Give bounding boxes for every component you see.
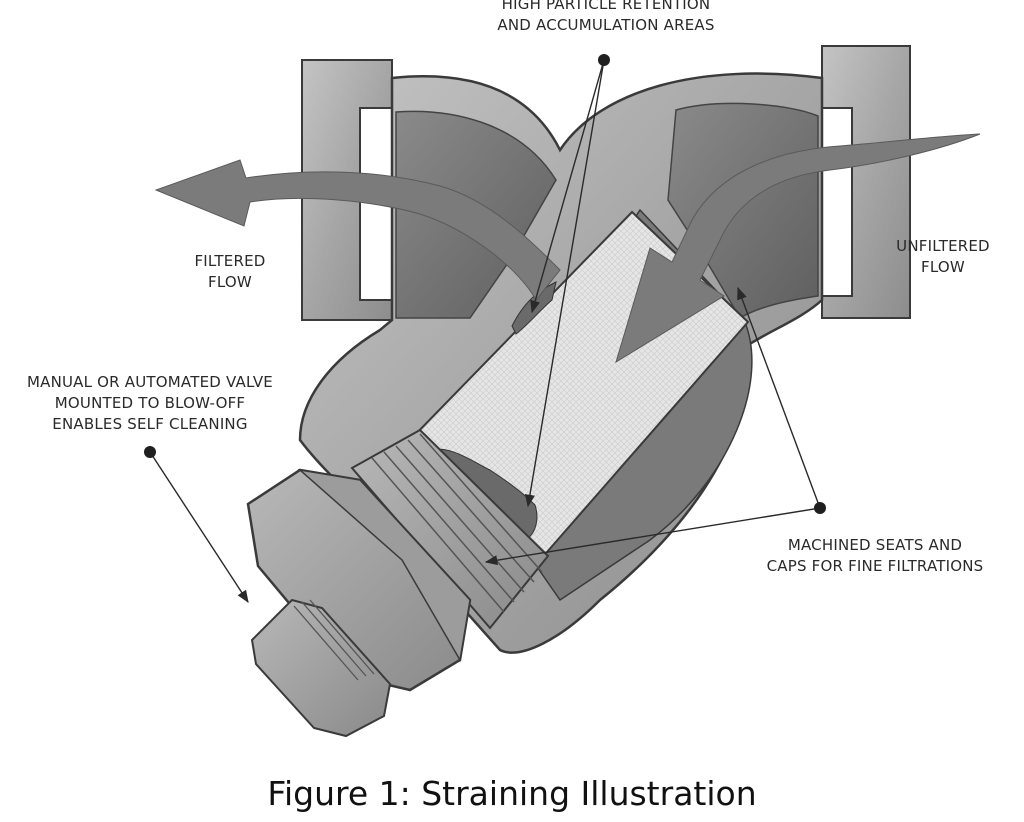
leader-seats-lower: [484, 507, 821, 566]
callout-retention-line-2: AND ACCUMULATION AREAS: [497, 16, 715, 34]
callout-retention-line-1: HIGH PARTICLE RETENTION: [501, 0, 711, 13]
callout-retention: HIGH PARTICLE RETENTION AND ACCUMULATION…: [446, 0, 766, 36]
figure-caption: Figure 1: Straining Illustration: [267, 774, 757, 813]
leader-dot-valve: [144, 446, 156, 458]
callout-filtered-line-1: FILTERED: [194, 252, 266, 270]
callout-unfiltered-flow: UNFILTERED FLOW: [868, 236, 1018, 278]
unfiltered-flow-arrow: [615, 133, 981, 364]
leader-retention-lower: [524, 59, 605, 508]
callout-valve: MANUAL OR AUTOMATED VALVE MOUNTED TO BLO…: [0, 372, 300, 435]
leader-seats-upper: [737, 286, 821, 509]
hex-nut-face: [297, 468, 471, 663]
callout-filtered-flow: FILTERED FLOW: [150, 251, 310, 293]
filtered-flow-arrow: [154, 159, 561, 301]
callout-machined-seats: MACHINED SEATS AND CAPS FOR FINE FILTRAT…: [740, 535, 1010, 577]
leader-lines: [149, 59, 821, 604]
leader-retention-upper: [530, 59, 605, 314]
leader-valve: [149, 451, 249, 604]
callout-valve-line-2: MOUNTED TO BLOW-OFF: [54, 394, 246, 412]
callout-seats-line-1: MACHINED SEATS AND: [787, 536, 963, 554]
callout-unfiltered-line-1: UNFILTERED: [896, 237, 990, 255]
callout-valve-line-1: MANUAL OR AUTOMATED VALVE: [26, 373, 273, 391]
callout-seats-line-2: CAPS FOR FINE FILTRATIONS: [766, 557, 984, 575]
plug-threads: [293, 599, 375, 681]
callout-unfiltered-line-2: FLOW: [921, 258, 965, 276]
callout-filtered-line-2: FLOW: [208, 273, 252, 291]
blow-off-assembly: [246, 428, 550, 738]
leader-dot-seats: [814, 502, 826, 514]
leader-dots: [144, 54, 826, 514]
callout-valve-line-3: ENABLES SELF CLEANING: [52, 415, 248, 433]
leader-dot-retention: [598, 54, 610, 66]
